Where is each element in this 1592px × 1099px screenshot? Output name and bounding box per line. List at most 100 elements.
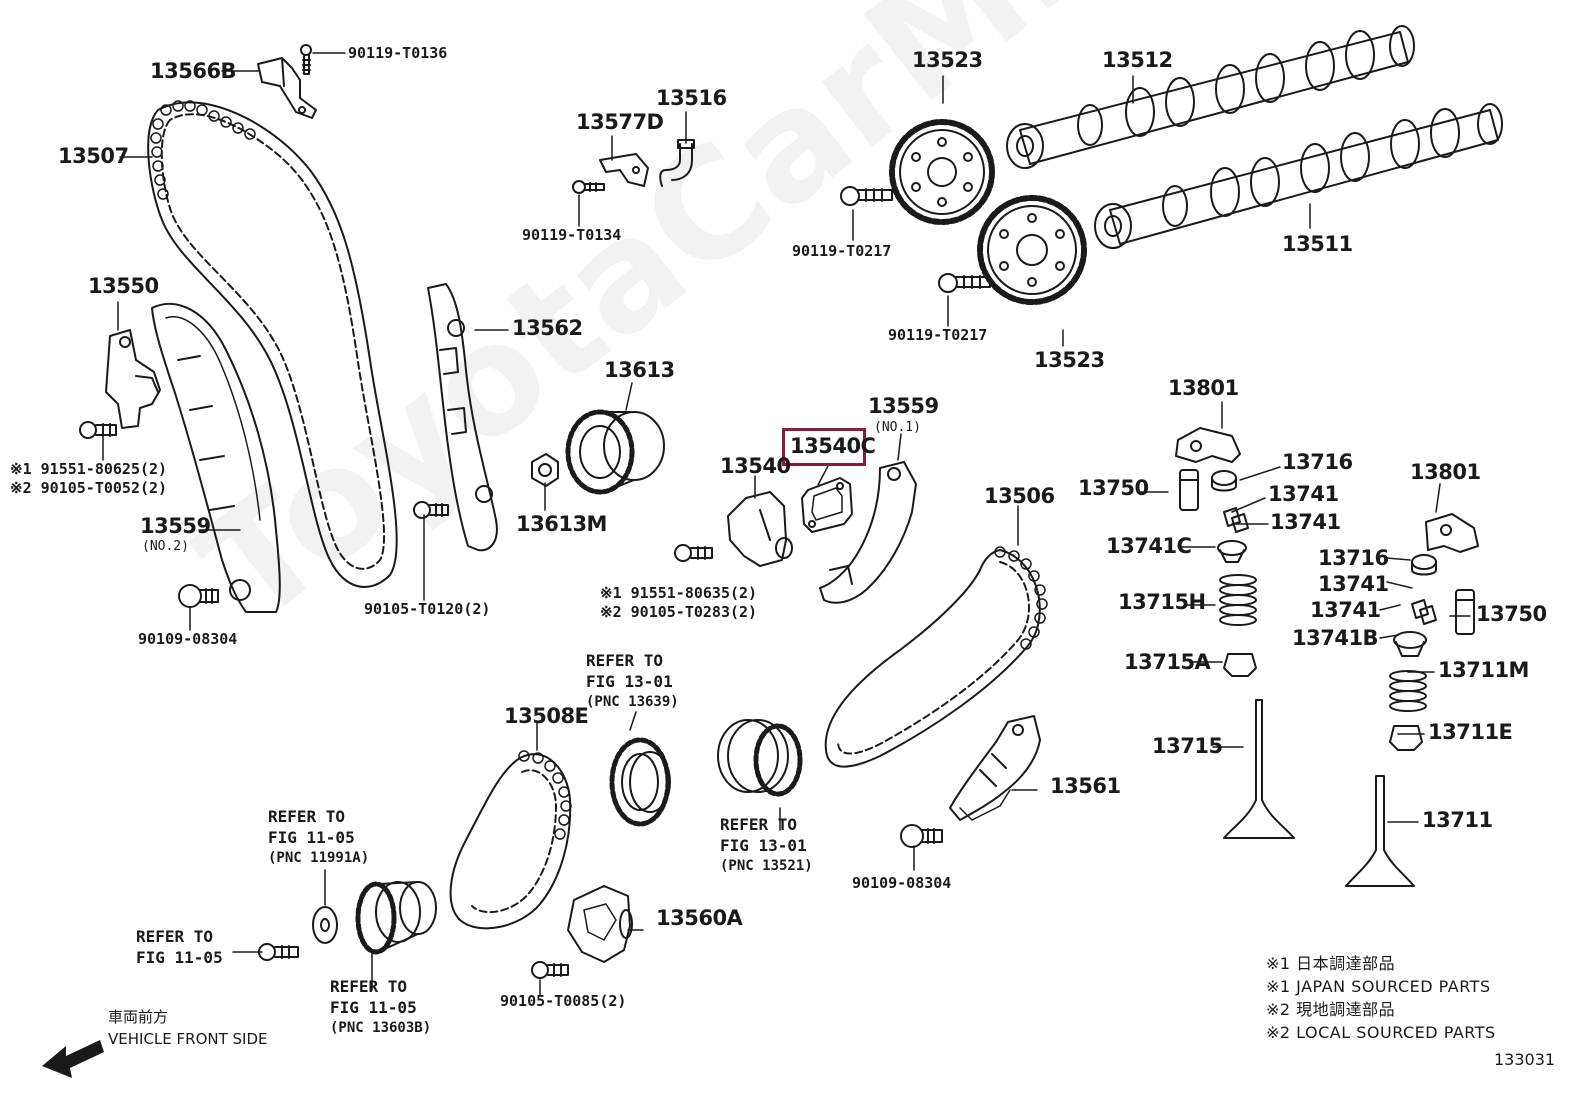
label-13540C[interactable]: 13540C (790, 434, 876, 458)
label-90119-T0217-upper[interactable]: 90119-T0217 (792, 242, 892, 260)
legend-local-jp: ※2 現地調達部品 (1266, 1000, 1396, 1019)
ref-line-3: (PNC 13521) (720, 858, 813, 874)
seal-13711E (1389, 725, 1423, 751)
ref-line-1: REFER TO (720, 815, 798, 834)
note-local-bolt-a[interactable]: ※2 90105-T0052(2) (10, 479, 168, 497)
retainer-13741B (1393, 631, 1427, 657)
valve-13711 (1345, 775, 1415, 887)
bracket-13577D (599, 153, 649, 187)
label-90119-T0217-lower[interactable]: 90119-T0217 (888, 326, 988, 344)
label-13550[interactable]: 13550 (88, 274, 159, 298)
camshaft-13511 (1094, 103, 1503, 249)
rocker-13801-right (1425, 513, 1479, 553)
label-13559-no1[interactable]: 13559 (868, 394, 939, 418)
washer-ref-11991A (312, 906, 338, 944)
label-13566B[interactable]: 13566B (150, 59, 237, 83)
label-13508E[interactable]: 13508E (504, 704, 589, 728)
chain-13507 (147, 100, 398, 588)
front-en: VEHICLE FRONT SIDE (108, 1030, 268, 1048)
label-13750-right[interactable]: 13750 (1476, 602, 1547, 626)
bracket-13566B (257, 57, 317, 119)
ref-line-2: FIG 11-05 (268, 828, 355, 847)
ref-fig-11-05-pnc-13603B[interactable]: REFER TO FIG 11-05 (PNC 13603B) (330, 976, 431, 1039)
label-90105-T0085[interactable]: 90105-T0085(2) (500, 992, 627, 1010)
highlight-box-13540C (782, 428, 866, 466)
spring-13715H (1219, 574, 1257, 626)
label-13715A[interactable]: 13715A (1124, 650, 1211, 674)
sprocket-ref-13603B (355, 881, 437, 955)
sprocket-ref-13521 (717, 719, 803, 797)
label-13562[interactable]: 13562 (512, 316, 583, 340)
label-90109-08304-a[interactable]: 90109-08304 (138, 630, 238, 648)
label-13560A[interactable]: 13560A (656, 906, 743, 930)
label-13507[interactable]: 13507 (58, 144, 129, 168)
vehicle-front-side-note: 車両前方 VEHICLE FRONT SIDE (108, 1006, 268, 1050)
label-13523-upper[interactable]: 13523 (912, 48, 983, 72)
ref-line-3: (PNC 13639) (586, 694, 679, 710)
label-13559-no2[interactable]: 13559 (140, 514, 211, 538)
guide-13562 (427, 283, 498, 552)
label-13741B[interactable]: 13741B (1292, 626, 1379, 650)
label-13613[interactable]: 13613 (604, 358, 675, 382)
tensioner-13550 (105, 329, 161, 429)
legend-japan-jp: ※1 日本調達部品 (1266, 954, 1396, 973)
ref-fig-11-05-pnc-11991A[interactable]: REFER TO FIG 11-05 (PNC 11991A) (268, 806, 369, 869)
note-local-bolt-b[interactable]: ※2 90105-T0283(2) (600, 603, 758, 621)
nut-13613M (531, 453, 559, 487)
label-13715[interactable]: 13715 (1152, 734, 1223, 758)
bolt-ref-11-05 (258, 943, 299, 961)
bolt-90119-T0217-upper (840, 186, 893, 206)
tensioner-13540 (727, 491, 793, 567)
bolt-90105-T0085 (531, 961, 569, 979)
cap-13716-right (1411, 554, 1437, 576)
ref-fig-11-05[interactable]: REFER TO FIG 11-05 (136, 926, 223, 968)
sprocket-ref-13639 (609, 737, 671, 827)
label-13511[interactable]: 13511 (1282, 232, 1353, 256)
label-90109-08304-b[interactable]: 90109-08304 (852, 874, 952, 892)
keepers-13741-left (1223, 507, 1249, 533)
figure-number: 133031 (1494, 1050, 1556, 1069)
label-13716-right[interactable]: 13716 (1318, 546, 1389, 570)
label-90119-T0134[interactable]: 90119-T0134 (522, 226, 622, 244)
label-13711[interactable]: 13711 (1422, 808, 1493, 832)
label-13741-right-a[interactable]: 13741 (1318, 572, 1389, 596)
label-13716-left[interactable]: 13716 (1282, 450, 1353, 474)
label-13523-lower[interactable]: 13523 (1034, 348, 1105, 372)
seal-13715A (1223, 653, 1257, 677)
ref-fig-13-01-pnc-13639[interactable]: REFER TO FIG 13-01 (PNC 13639) (586, 650, 679, 713)
label-13506[interactable]: 13506 (984, 484, 1055, 508)
label-13540[interactable]: 13540 (720, 454, 791, 478)
label-13561[interactable]: 13561 (1050, 774, 1121, 798)
rocker-13801-left (1175, 427, 1241, 463)
chain-13508E (449, 750, 572, 930)
label-90105-T0120[interactable]: 90105-T0120(2) (364, 600, 491, 618)
label-13801-right[interactable]: 13801 (1410, 460, 1481, 484)
guide-13561 (949, 715, 1041, 821)
ref-fig-13-01-pnc-13521[interactable]: REFER TO FIG 13-01 (PNC 13521) (720, 814, 813, 877)
label-90119-T0136[interactable]: 90119-T0136 (348, 44, 448, 62)
guide-13559-no2 (151, 302, 281, 613)
legend-japan-en: ※1 JAPAN SOURCED PARTS (1266, 977, 1491, 996)
ref-line-2: FIG 13-01 (720, 836, 807, 855)
label-13750-left[interactable]: 13750 (1078, 476, 1149, 500)
adjuster-13750-left (1179, 469, 1199, 511)
bolt-90105-T0120 (413, 501, 449, 519)
label-13577D[interactable]: 13577D (576, 110, 664, 134)
front-jp: 車両前方 (108, 1008, 169, 1026)
label-13516[interactable]: 13516 (656, 86, 727, 110)
camshaft-13512 (1006, 25, 1415, 169)
label-13613M[interactable]: 13613M (516, 512, 607, 536)
label-13801-left[interactable]: 13801 (1168, 376, 1239, 400)
note-japan-bolt-b[interactable]: ※1 91551-80635(2) (600, 584, 758, 602)
label-13741-left-a[interactable]: 13741 (1268, 482, 1339, 506)
bolt-90119-T0134 (572, 180, 605, 194)
label-13711M[interactable]: 13711M (1438, 658, 1529, 682)
label-13741-right-b[interactable]: 13741 (1310, 598, 1381, 622)
bolt-90119-T0136 (300, 44, 312, 75)
label-13715H[interactable]: 13715H (1118, 590, 1206, 614)
label-13741-left-b[interactable]: 13741 (1270, 510, 1341, 534)
label-13711E[interactable]: 13711E (1428, 720, 1513, 744)
label-13512[interactable]: 13512 (1102, 48, 1173, 72)
label-13741C[interactable]: 13741C (1106, 534, 1192, 558)
note-japan-bolt-a[interactable]: ※1 91551-80625(2) (10, 460, 168, 478)
